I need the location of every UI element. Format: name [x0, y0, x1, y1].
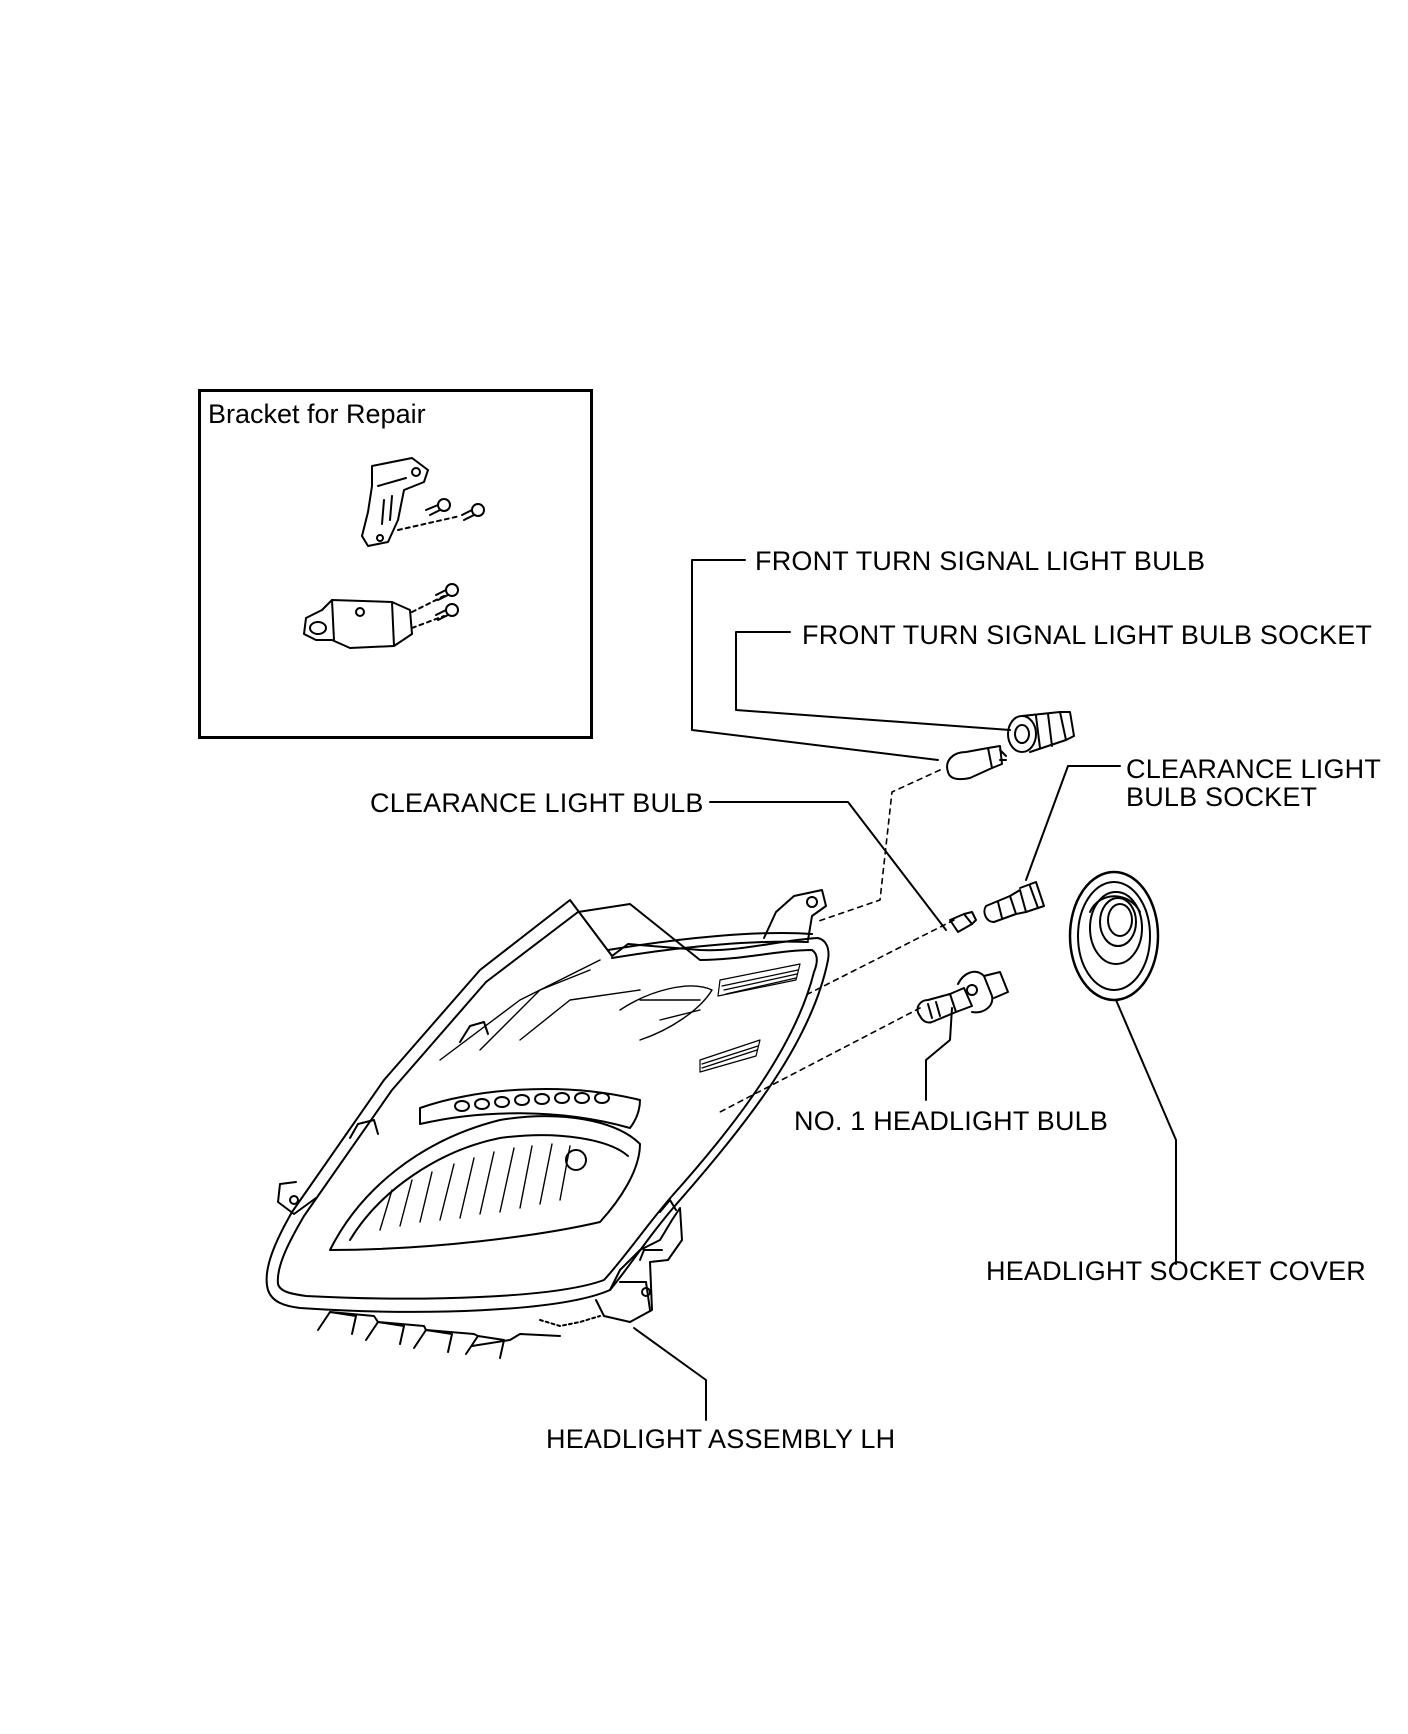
- clearance-light-bulb: [949, 911, 977, 933]
- leader-lines: [633, 559, 1177, 1421]
- repair-bracket-screws-lower: [411, 583, 459, 629]
- headlight-led-row: [454, 1092, 610, 1112]
- clearance-light-socket: [983, 881, 1045, 923]
- label-front-turn-signal-socket: FRONT TURN SIGNAL LIGHT BULB SOCKET: [802, 620, 1373, 650]
- label-clearance-socket-line2: BULB SOCKET: [1126, 782, 1318, 812]
- headlight-assembly: [265, 889, 830, 1359]
- dashed-alignment-lines: [719, 769, 955, 1113]
- front-turn-signal-socket: [1007, 711, 1075, 753]
- repair-bracket-lower: [303, 599, 413, 649]
- upper-reflector-hatch: [699, 963, 801, 1073]
- label-headlight-bulb: NO. 1 HEADLIGHT BULB: [794, 1106, 1109, 1136]
- bottom-clips: [317, 1311, 561, 1359]
- headlight-bulb: [916, 970, 1009, 1024]
- reflector-lines: [379, 1143, 571, 1231]
- repair-bracket-screws-upper: [397, 498, 485, 531]
- repair-bracket-upper: [361, 457, 429, 547]
- upper-lens-lines: [439, 959, 713, 1061]
- label-clearance-bulb: CLEARANCE LIGHT BULB: [370, 788, 704, 818]
- bracket-inset-title: Bracket for Repair: [208, 399, 426, 429]
- label-front-turn-signal-bulb: FRONT TURN SIGNAL LIGHT BULB: [755, 546, 1206, 576]
- headlight-socket-cover: [1068, 870, 1160, 1002]
- label-headlight-assembly: HEADLIGHT ASSEMBLY LH: [546, 1424, 896, 1454]
- label-clearance-socket-line1: CLEARANCE LIGHT: [1126, 754, 1382, 784]
- bracket-inset-box: [198, 389, 593, 739]
- front-turn-signal-bulb: [946, 745, 1007, 781]
